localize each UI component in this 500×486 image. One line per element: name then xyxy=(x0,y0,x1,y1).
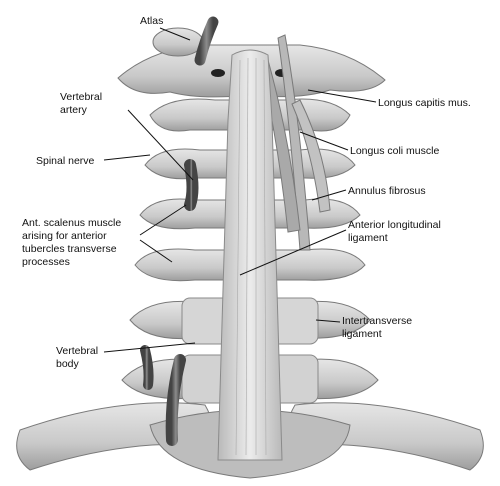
label-intertransverse-line1: Intertransverse xyxy=(342,315,412,327)
label-ant-scalenus-line1: Ant. scalenus muscle xyxy=(22,217,121,229)
label-annulus-fibrosus: Annulus fibrosus xyxy=(348,185,426,197)
labels: Atlas Vertebral artery Spinal nerve Ant.… xyxy=(22,15,471,370)
leader-lines xyxy=(103,27,377,353)
label-longus-coli: Longus coli muscle xyxy=(350,145,439,157)
label-ant-scalenus-line4: processes xyxy=(22,256,70,268)
label-vertebral-artery-line1: Vertebral xyxy=(60,91,102,103)
label-longus-capitis: Longus capitis mus. xyxy=(378,97,471,109)
ligament-fibers xyxy=(235,57,267,456)
clavicles xyxy=(16,402,484,479)
label-vertebral-body-line1: Vertebral xyxy=(56,345,98,357)
label-vertebral-body-line2: body xyxy=(56,358,80,370)
label-anterior-longitudinal-line1: Anterior longitudinal xyxy=(348,219,441,231)
label-anterior-longitudinal-line2: ligament xyxy=(348,232,388,244)
anterior-longitudinal-ligament xyxy=(217,49,283,461)
label-ant-scalenus-line2: arising for anterior xyxy=(22,230,107,242)
label-ant-scalenus-line3: tubercles transverse xyxy=(22,243,117,255)
label-spinal-nerve: Spinal nerve xyxy=(36,155,95,167)
label-intertransverse-line2: ligament xyxy=(342,328,382,340)
vertebral-arteries xyxy=(140,16,219,446)
label-atlas: Atlas xyxy=(140,15,163,27)
label-vertebral-artery-line2: artery xyxy=(60,104,88,116)
